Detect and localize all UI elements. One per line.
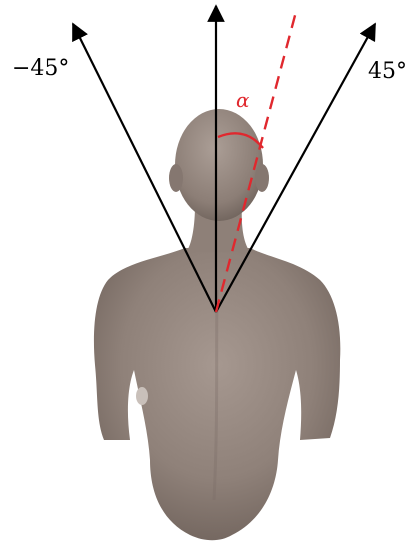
left-angle-label: −45° <box>12 56 69 81</box>
hand <box>136 387 148 405</box>
alpha-label: α <box>236 88 250 112</box>
right-angle-label: 45° <box>368 59 407 84</box>
seated-figure <box>94 109 340 540</box>
head <box>175 109 263 221</box>
right-ear <box>255 164 269 192</box>
left-ear <box>169 164 183 192</box>
